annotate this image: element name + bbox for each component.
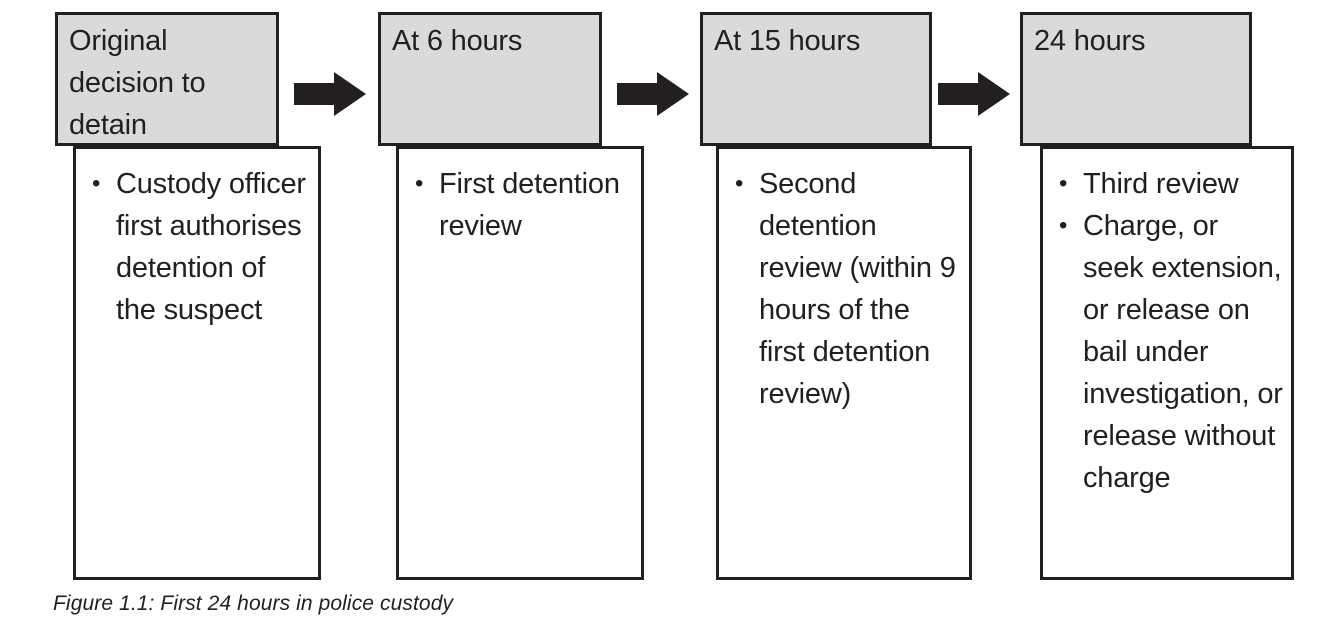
stage-header-box: At 6 hours [378, 12, 602, 146]
list-item: Third review [1057, 163, 1285, 205]
stage-body-box: Custody officer first authorises detenti… [73, 146, 321, 580]
arrow-right-icon [938, 72, 1010, 116]
list-item: Charge, or seek extension, or release on… [1057, 205, 1285, 499]
list-item: Second detention review (within 9 hours … [733, 163, 963, 415]
stage-at-15-hours: At 15 hours Second detention review (wit… [700, 0, 972, 600]
stage-header-box: At 15 hours [700, 12, 932, 146]
list-item: Custody officer first authorises detenti… [90, 163, 312, 331]
stage-body-box: First detention review [396, 146, 644, 580]
stage-bullet-list: Third review Charge, or seek extension, … [1043, 149, 1291, 499]
stage-at-6-hours: At 6 hours First detention review [378, 0, 648, 600]
stage-original-decision: Original decision to detain Custody offi… [55, 0, 325, 600]
list-item: First detention review [413, 163, 635, 247]
stage-body-box: Second detention review (within 9 hours … [716, 146, 972, 580]
stage-header-label: 24 hours [1034, 25, 1146, 57]
stage-bullet-list: Second detention review (within 9 hours … [719, 149, 969, 415]
stage-bullet-list: First detention review [399, 149, 641, 247]
stage-body-box: Third review Charge, or seek extension, … [1040, 146, 1294, 580]
figure-caption: Figure 1.1: First 24 hours in police cus… [53, 592, 454, 615]
stage-header-label: At 6 hours [392, 25, 523, 57]
stage-header-label: Original decision to detain [69, 25, 206, 141]
stage-header-box: Original decision to detain [55, 12, 279, 146]
stage-header-box: 24 hours [1020, 12, 1252, 146]
stage-bullet-list: Custody officer first authorises detenti… [76, 149, 318, 331]
stage-24-hours: 24 hours Third review Charge, or seek ex… [1020, 0, 1294, 600]
arrow-right-icon [294, 72, 366, 116]
stage-header-label: At 15 hours [714, 25, 861, 57]
arrow-right-icon [617, 72, 689, 116]
